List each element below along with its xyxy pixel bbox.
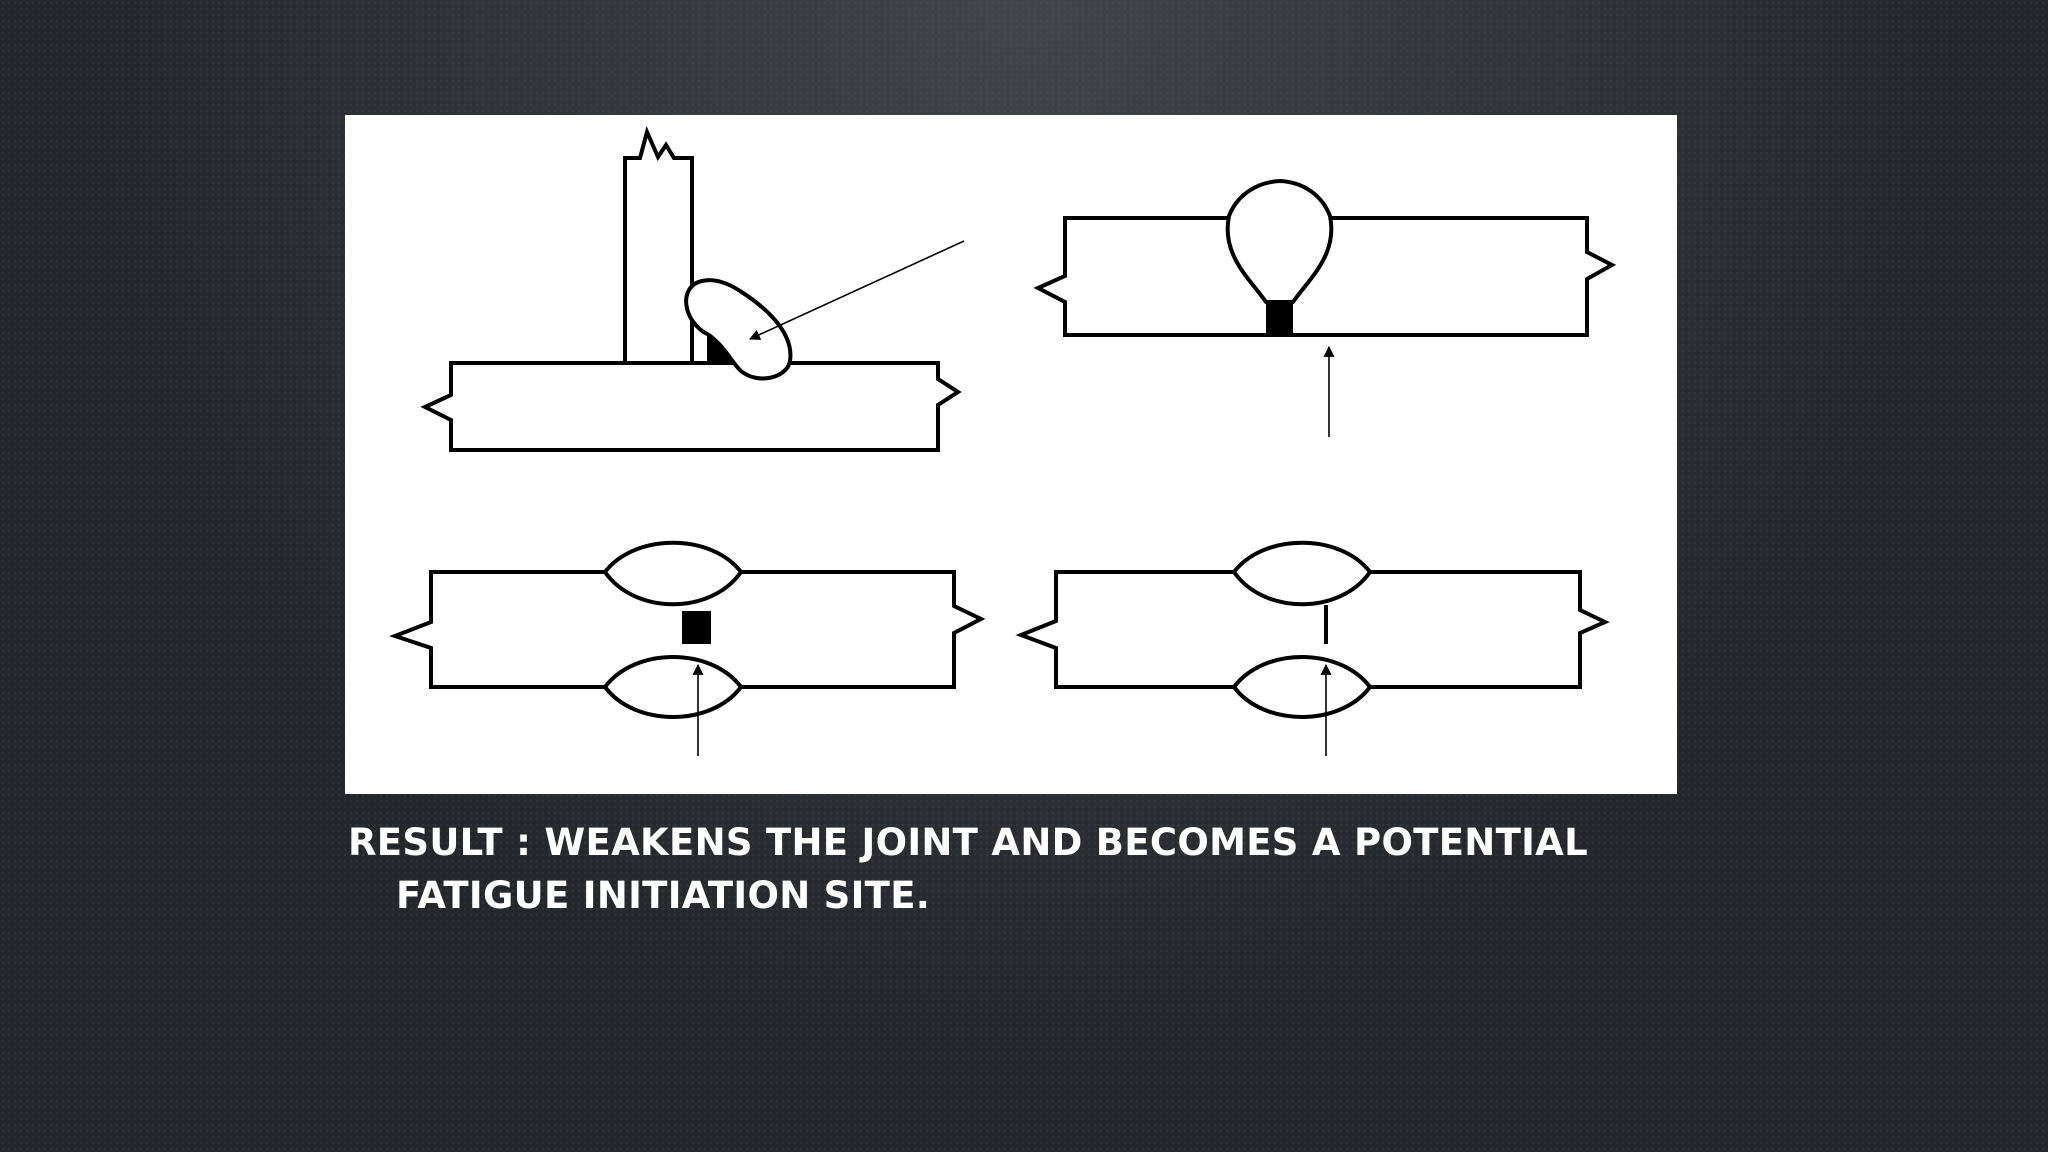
- weld-defect-diagram: [389, 125, 1617, 756]
- double-v-butt-joint: [389, 540, 986, 756]
- leader-arrow: [748, 240, 965, 340]
- fillet-weld-bead: [684, 278, 793, 381]
- butt-plate-outline: [1033, 216, 1617, 337]
- slide-caption: RESULT : WEAKENS THE JOINT AND BECOMES A…: [348, 821, 1588, 917]
- single-v-butt-joint: [1033, 179, 1617, 437]
- lower-weld-bead: [1232, 655, 1372, 719]
- upper-weld-bead: [603, 540, 743, 607]
- root-gap-defect: [1266, 302, 1293, 335]
- double-sided-butt-joint: [1015, 540, 1610, 756]
- vertical-plate: [623, 125, 694, 363]
- fillet-tee-joint: [420, 125, 965, 452]
- butt-plate-outline: [1015, 570, 1610, 689]
- root-gap-defect: [682, 611, 711, 644]
- base-plate: [420, 361, 962, 452]
- butt-plate-outline: [389, 570, 986, 689]
- weld-bead: [1225, 179, 1334, 304]
- upper-weld-bead: [1232, 540, 1372, 607]
- weld-defect-figure: [345, 115, 1677, 794]
- lower-weld-bead: [603, 655, 743, 719]
